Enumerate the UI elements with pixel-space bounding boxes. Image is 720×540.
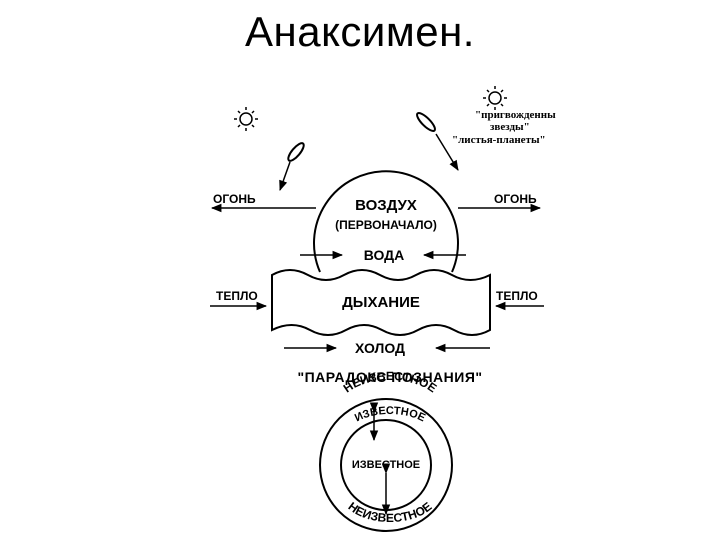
sun-icon-right (483, 86, 507, 110)
first-principle-label: (ПЕРВОНАЧАЛО) (335, 218, 437, 232)
sun-icon-left (234, 107, 258, 131)
paradox-label: "ПАРАДОКС ПОЗНАНИЯ" (297, 369, 482, 385)
warmth-left-label: ТЕПЛО (216, 289, 258, 303)
note-stars: звезды" (490, 121, 530, 133)
water-label: ВОДА (364, 247, 405, 263)
fire-left-label: ОГОНЬ (213, 192, 256, 206)
air-circle (313, 170, 459, 273)
note-pinned-stars: "пригвожденны (475, 109, 556, 121)
breath-band (271, 269, 491, 336)
air-label: ВОЗДУХ (355, 197, 417, 214)
known-arc-label: ИЗВЕСТНОЕ (353, 405, 427, 424)
note-leaf-planets: "листья-планеты" (452, 134, 546, 146)
leaf-planet-icon-right (416, 112, 459, 171)
slide-title: Анаксимен. (245, 8, 475, 55)
cold-label: ХОЛОД (355, 340, 405, 356)
leaf-planet-icon-left (279, 142, 305, 191)
known-center-label: ИЗВЕСТНОЕ (352, 459, 420, 471)
breath-label: ДЫХАНИЕ (342, 294, 420, 311)
warmth-right-label: ТЕПЛО (496, 289, 538, 303)
fire-right-label: ОГОНЬ (494, 192, 537, 206)
outer-circle (319, 398, 453, 532)
